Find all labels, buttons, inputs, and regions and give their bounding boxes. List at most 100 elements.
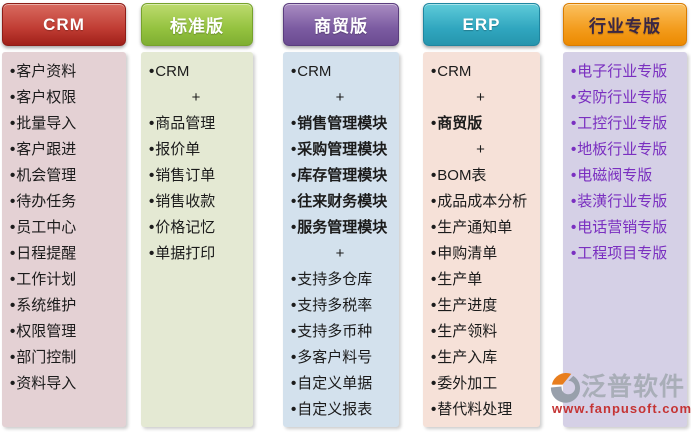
feature-item: •工控行业专版 (571, 111, 687, 137)
feature-label: 客户资料 (16, 63, 77, 80)
plus-separator: + (476, 141, 485, 158)
bullet-icon: • (431, 401, 437, 418)
bullet-icon: • (571, 219, 577, 236)
bullet-icon: • (291, 193, 297, 210)
feature-item: •生产进度 (431, 293, 540, 319)
bullet-icon: • (291, 167, 297, 184)
feature-label: 系统维护 (16, 297, 77, 314)
bullet-icon: • (291, 271, 297, 288)
feature-label: 装潢行业专版 (577, 193, 668, 210)
feature-item: •批量导入 (10, 111, 126, 137)
watermark-url: www.fanpusoft.com (552, 401, 691, 416)
feature-item: •服务管理模块 (291, 215, 399, 241)
bullet-icon: • (149, 219, 155, 236)
bullet-icon: • (10, 141, 16, 158)
watermark-row: 泛普软件 (548, 371, 691, 404)
feature-item: •装潢行业专版 (571, 189, 687, 215)
bullet-icon: • (431, 297, 437, 314)
feature-label: 多客户料号 (297, 349, 373, 366)
bullet-icon: • (431, 219, 437, 236)
feature-item: •销售收款 (149, 189, 253, 215)
feature-item: •成品成本分析 (431, 189, 540, 215)
feature-label: 生产通知单 (437, 219, 513, 236)
feature-label: 支持多仓库 (297, 271, 373, 288)
feature-item: •销售管理模块 (291, 111, 399, 137)
feature-item: •生产通知单 (431, 215, 540, 241)
feature-item: •日程提醒 (10, 241, 126, 267)
feature-label: 生产领料 (437, 323, 498, 340)
bullet-icon: • (10, 63, 16, 80)
bullet-icon: • (10, 271, 16, 288)
column-industry: 行业专版•电子行业专版•安防行业专版•工控行业专版•地板行业专版•电磁阀专版•装… (563, 3, 687, 427)
feature-item: •客户跟进 (10, 137, 126, 163)
feature-item: •系统维护 (10, 293, 126, 319)
bullet-icon: • (571, 63, 577, 80)
feature-label: 生产入库 (437, 349, 498, 366)
bullet-icon: • (431, 63, 437, 80)
bullet-icon: • (291, 297, 297, 314)
feature-item: •往来财务模块 (291, 189, 399, 215)
bullet-icon: • (431, 323, 437, 340)
feature-label: 服务管理模块 (297, 219, 388, 236)
feature-label: 待办任务 (16, 193, 77, 210)
feature-item: •采购管理模块 (291, 137, 399, 163)
feature-item: •待办任务 (10, 189, 126, 215)
column-erp: ERP•CRM+•商贸版+•BOM表•成品成本分析•生产通知单•申购清单•生产单… (423, 3, 540, 427)
column-trade: 商贸版•CRM+•销售管理模块•采购管理模块•库存管理模块•往来财务模块•服务管… (283, 3, 399, 427)
feature-item: •资料导入 (10, 371, 126, 397)
bullet-icon: • (291, 349, 297, 366)
plus-separator: + (335, 89, 345, 106)
feature-item: •CRM (291, 59, 399, 85)
feature-item: •工作计划 (10, 267, 126, 293)
bullet-icon: • (431, 271, 437, 288)
bullet-icon: • (571, 141, 577, 158)
feature-label: 日程提醒 (16, 245, 77, 262)
bullet-icon: • (10, 297, 16, 314)
feature-item: •BOM表 (431, 163, 540, 189)
bullet-icon: • (431, 115, 437, 132)
feature-item: •客户资料 (10, 59, 126, 85)
watermark: 泛普软件 www.fanpusoft.com (548, 371, 691, 416)
fanpu-logo-icon (548, 371, 581, 404)
feature-item: •委外加工 (431, 371, 540, 397)
feature-item: •报价单 (149, 137, 253, 163)
watermark-brand: 泛普软件 (581, 373, 686, 401)
bullet-icon: • (571, 245, 577, 262)
feature-label: 生产单 (437, 271, 483, 288)
feature-label: 客户权限 (16, 89, 77, 106)
feature-item: •多客户料号 (291, 345, 399, 371)
column-crm: CRM•客户资料•客户权限•批量导入•客户跟进•机会管理•待办任务•员工中心•日… (2, 3, 126, 427)
feature-item: •员工中心 (10, 215, 126, 241)
bullet-icon: • (149, 193, 155, 210)
feature-label: BOM表 (437, 167, 487, 184)
feature-item: •机会管理 (10, 163, 126, 189)
feature-item: •销售订单 (149, 163, 253, 189)
bullet-icon: • (149, 167, 155, 184)
feature-label: 电话营销专版 (577, 219, 668, 236)
feature-label: 报价单 (155, 141, 201, 158)
bullet-icon: • (571, 115, 577, 132)
bullet-icon: • (10, 193, 16, 210)
feature-item: •电子行业专版 (571, 59, 687, 85)
column-body-industry: •电子行业专版•安防行业专版•工控行业专版•地板行业专版•电磁阀专版•装潢行业专… (563, 52, 687, 427)
feature-label: 申购清单 (437, 245, 498, 262)
feature-item: •库存管理模块 (291, 163, 399, 189)
feature-label: 支持多税率 (297, 297, 373, 314)
feature-label: 权限管理 (16, 323, 77, 340)
feature-item: •价格记忆 (149, 215, 253, 241)
bullet-icon: • (431, 349, 437, 366)
feature-label: 往来财务模块 (297, 193, 388, 210)
feature-item: •部门控制 (10, 345, 126, 371)
bullet-icon: • (149, 245, 155, 262)
bullet-icon: • (431, 193, 437, 210)
bullet-icon: • (10, 219, 16, 236)
feature-label: 工控行业专版 (577, 115, 668, 132)
feature-item: •生产领料 (431, 319, 540, 345)
feature-label: 电子行业专版 (577, 63, 668, 80)
feature-label: 价格记忆 (155, 219, 216, 236)
feature-item: •替代料处理 (431, 397, 540, 423)
bullet-icon: • (10, 375, 16, 392)
feature-label: 资料导入 (16, 375, 77, 392)
feature-item: •商品管理 (149, 111, 253, 137)
feature-label: 自定义报表 (297, 401, 373, 418)
